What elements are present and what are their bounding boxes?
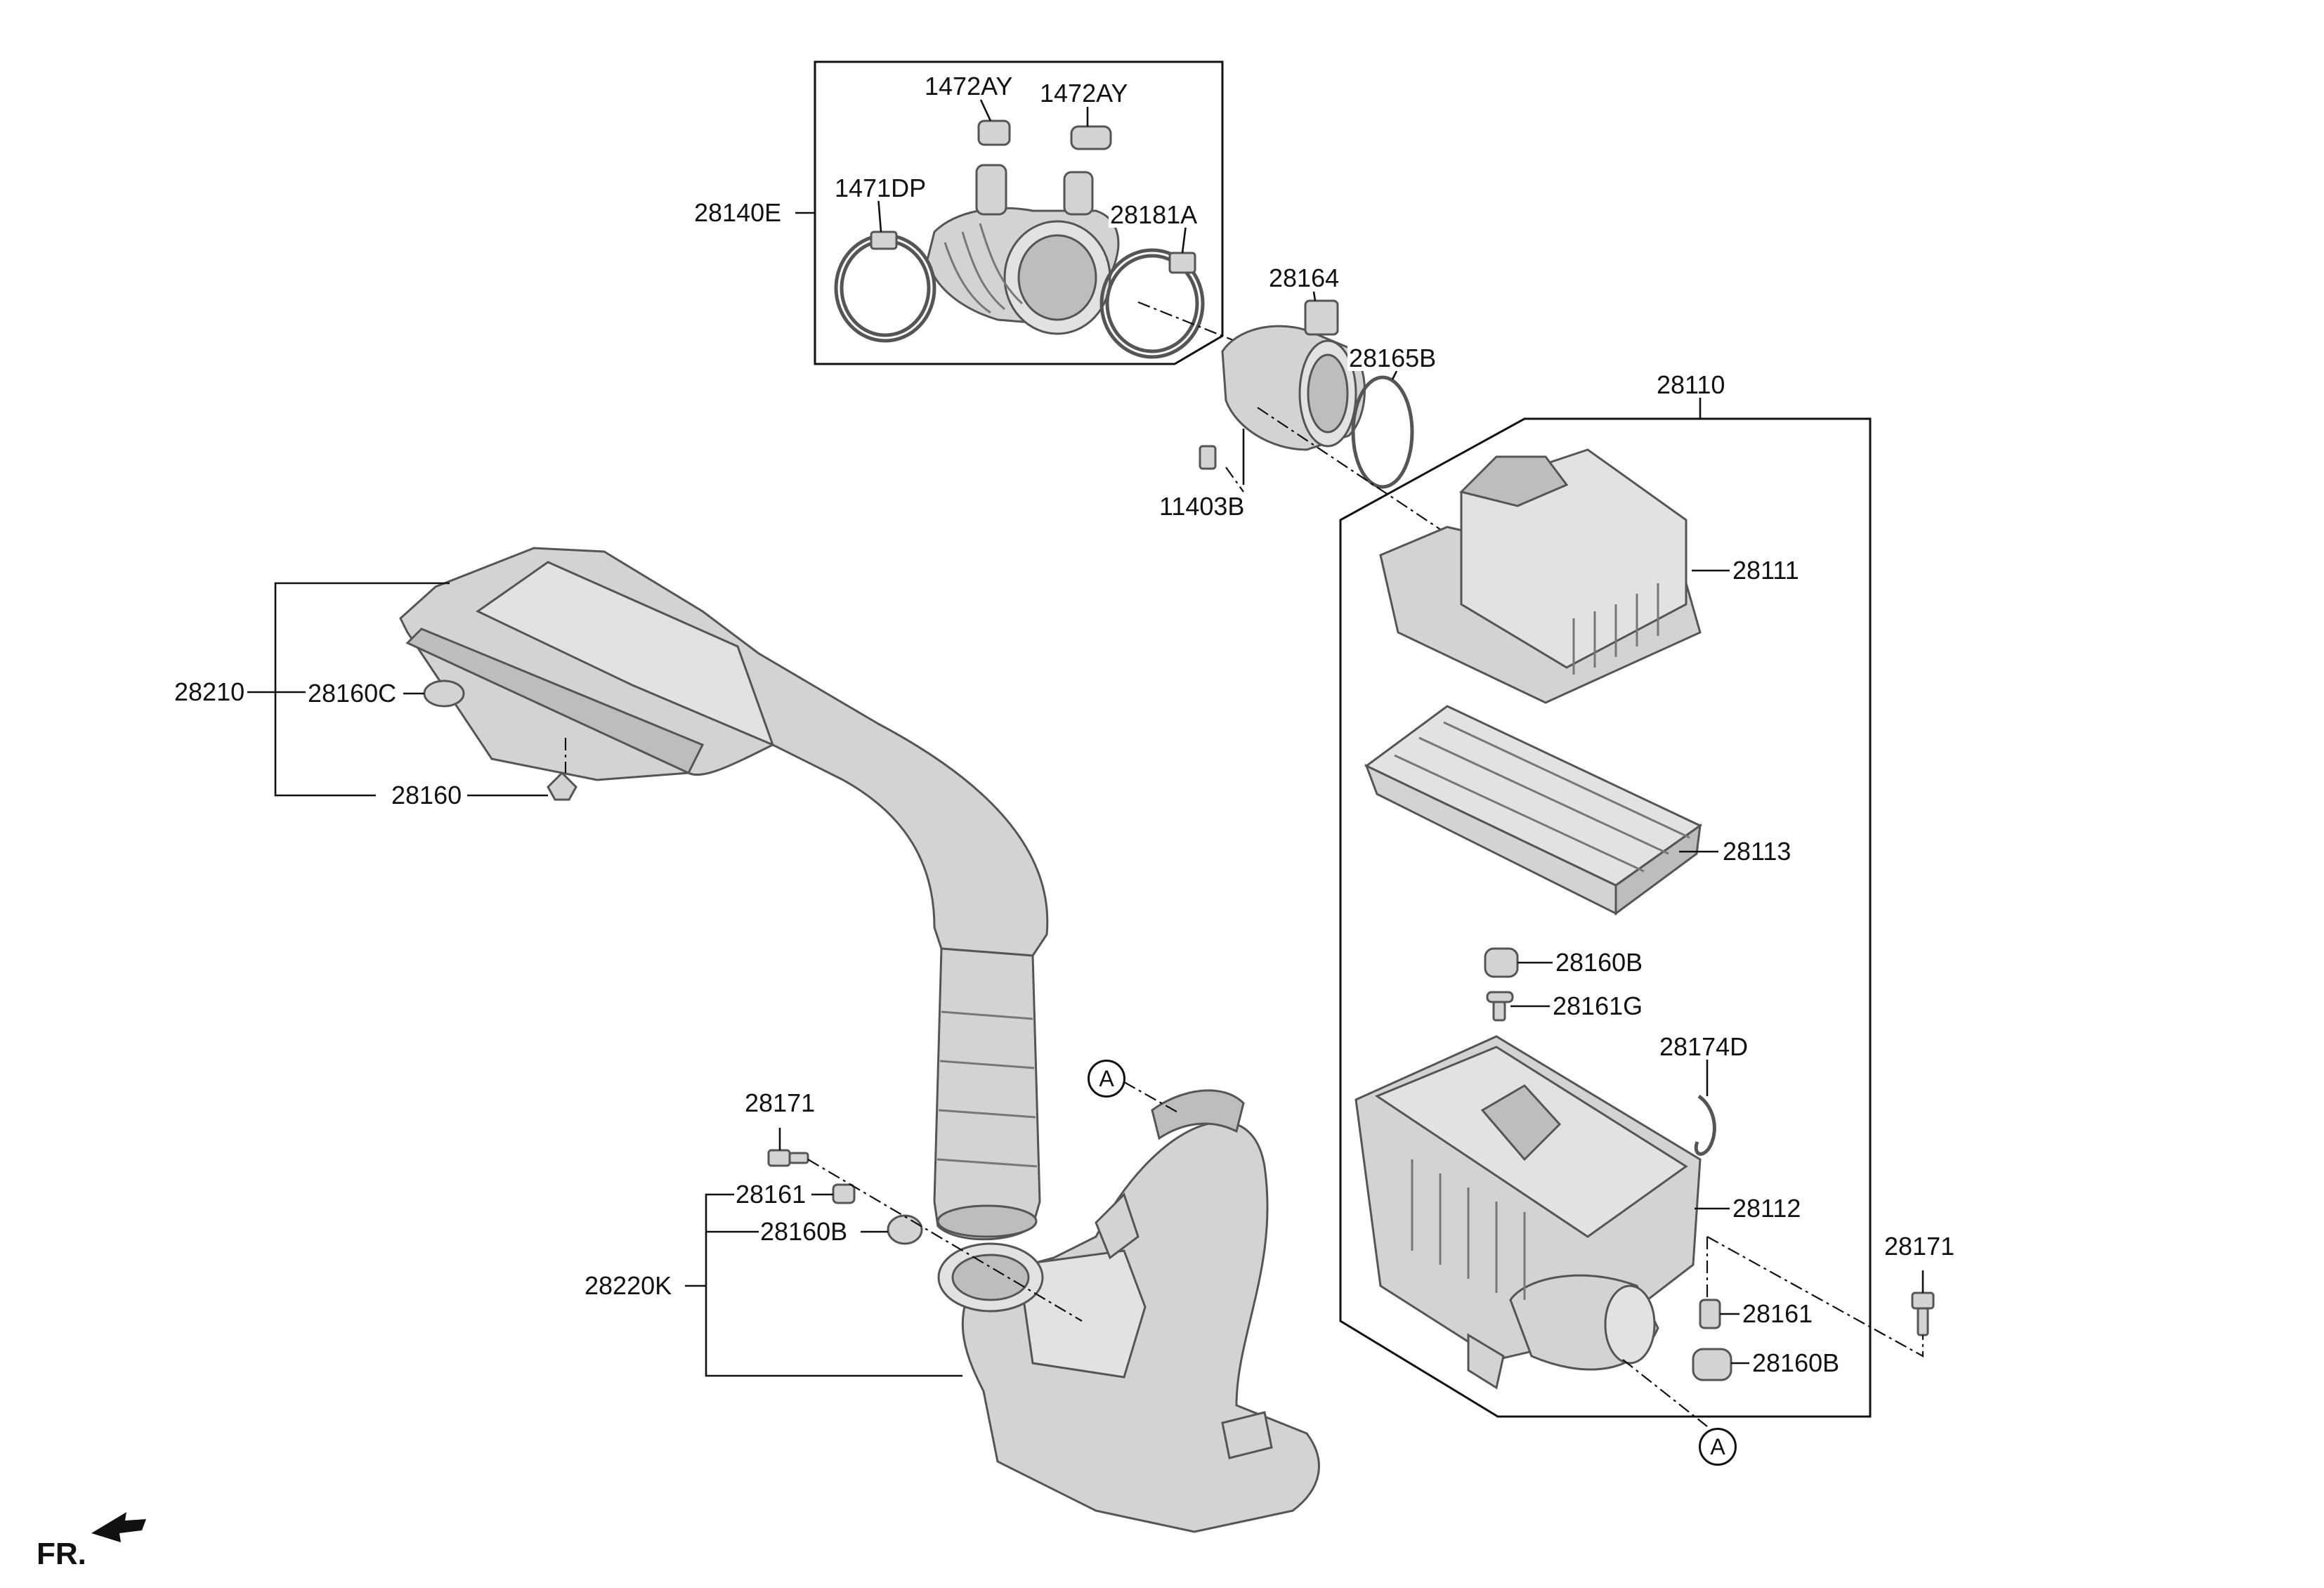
screw-11403b (1199, 445, 1217, 470)
hose-cap-right (1070, 125, 1112, 150)
group-box-28140e (814, 60, 1224, 365)
clip-28174d (1694, 1094, 1716, 1156)
reference-marker-a-top: A (1088, 1060, 1125, 1098)
label-28111: 28111 (1731, 556, 1801, 585)
pin-28161-right (1699, 1299, 1721, 1329)
label-28171-left: 28171 (743, 1088, 817, 1117)
throttle-body-housing (926, 164, 1120, 335)
grommet-28160b-upper (1484, 947, 1519, 978)
label-28160b-right: 28160B (1751, 1348, 1841, 1377)
hose-clamp-right (1099, 248, 1205, 359)
pin-28161-left (832, 1183, 856, 1204)
front-arrow-icon (91, 1512, 146, 1542)
reference-marker-a-bottom: A (1699, 1428, 1737, 1466)
air-intake-duct (399, 547, 1049, 957)
label-1471dp: 1471DP (833, 174, 928, 202)
label-1472ay-left: 1472AY (923, 72, 1014, 100)
label-28220k: 28220K (583, 1271, 674, 1300)
label-28181a: 28181A (1109, 200, 1199, 229)
air-cleaner-cover (1379, 448, 1702, 704)
air-cleaner-lower-case (1354, 1035, 1702, 1390)
air-flow-sensor (1221, 299, 1366, 451)
label-28174d: 28174D (1658, 1032, 1750, 1061)
label-28165b: 28165B (1347, 344, 1438, 372)
hose-cap-left (977, 119, 1011, 146)
grommet-28160b-left (887, 1214, 923, 1245)
label-28112: 28112 (1731, 1194, 1803, 1223)
grommet-28160c (423, 679, 465, 708)
pin-28161g (1486, 991, 1514, 1022)
bolt-28171-left (767, 1149, 809, 1167)
label-1472ay-right: 1472AY (1038, 79, 1130, 108)
label-28110: 28110 (1655, 370, 1727, 399)
group-box-28110 (1339, 417, 1872, 1418)
label-11403b: 11403B (1158, 492, 1246, 521)
label-28160: 28160 (390, 781, 464, 809)
label-28160c: 28160C (306, 679, 398, 708)
grommet-28160b-right (1692, 1348, 1732, 1381)
label-28160b-left: 28160B (759, 1217, 849, 1246)
air-filter-element (1364, 705, 1702, 916)
intake-hose-lower (933, 947, 1041, 1241)
gasket-ring (1351, 375, 1414, 489)
label-28161-right: 28161 (1741, 1299, 1815, 1328)
bolt-28171-right (1911, 1291, 1935, 1336)
label-28140e: 28140E (693, 198, 783, 227)
label-28171-right: 28171 (1883, 1232, 1957, 1261)
label-28161g: 28161G (1551, 991, 1645, 1020)
label-28210: 28210 (173, 677, 247, 706)
grommet-28160 (547, 771, 577, 801)
label-28164: 28164 (1267, 263, 1341, 292)
resonator-assembly (937, 1089, 1320, 1533)
front-orientation-label: FR. (37, 1537, 86, 1571)
label-28113: 28113 (1721, 837, 1793, 866)
hose-clamp-left (834, 230, 936, 343)
label-28160b-upper: 28160B (1554, 948, 1645, 977)
label-28161-left: 28161 (734, 1180, 808, 1209)
